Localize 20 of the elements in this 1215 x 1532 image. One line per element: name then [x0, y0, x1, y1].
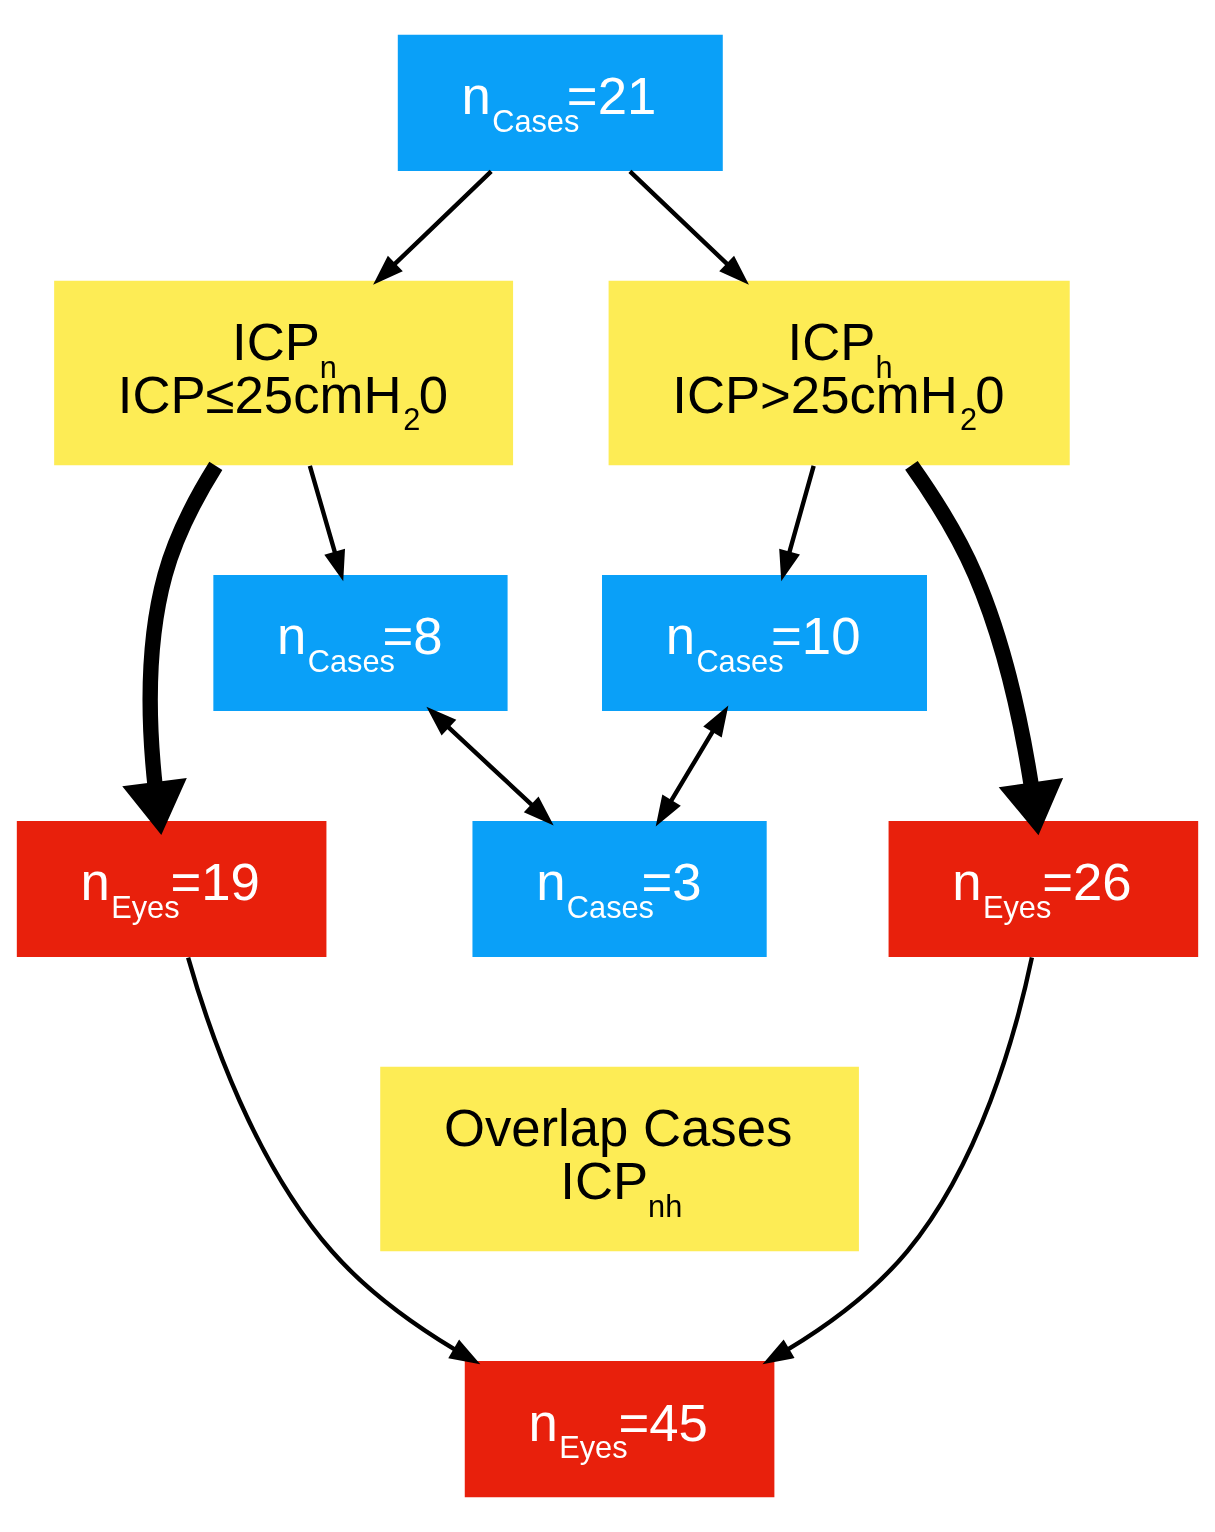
arrow — [628, 169, 749, 285]
arrow — [426, 706, 554, 826]
node-box: n$_{Cases}$=3 — [472, 820, 767, 958]
node-box: n$_{Eyes}$=19 — [16, 820, 327, 958]
node-box: n$_{Eyes}$=45 — [464, 1361, 775, 1498]
node-box: ICP$_{h}$ ICP>25cmH$_{2}$0 — [608, 280, 1070, 466]
arrow — [307, 465, 346, 582]
arrow — [762, 957, 1034, 1365]
node-box: n$_{Eyes}$=26 — [888, 820, 1199, 958]
arrow — [186, 956, 481, 1365]
node-box: n$_{Cases}$=21 — [397, 34, 723, 171]
node-box: n$_{Cases}$=8 — [213, 574, 508, 712]
arrow — [905, 460, 1064, 836]
arrow — [655, 705, 729, 827]
node-box: Overlap Cases ICP$_{nh}$ — [380, 1066, 859, 1252]
arrow — [373, 169, 493, 285]
node-box: ICP$_{n}$ ICP≤25cmH$_{2}$0 — [54, 280, 514, 466]
arrow — [779, 465, 816, 582]
node-box: n$_{Cases}$=10 — [602, 574, 927, 712]
arrow — [122, 461, 223, 835]
